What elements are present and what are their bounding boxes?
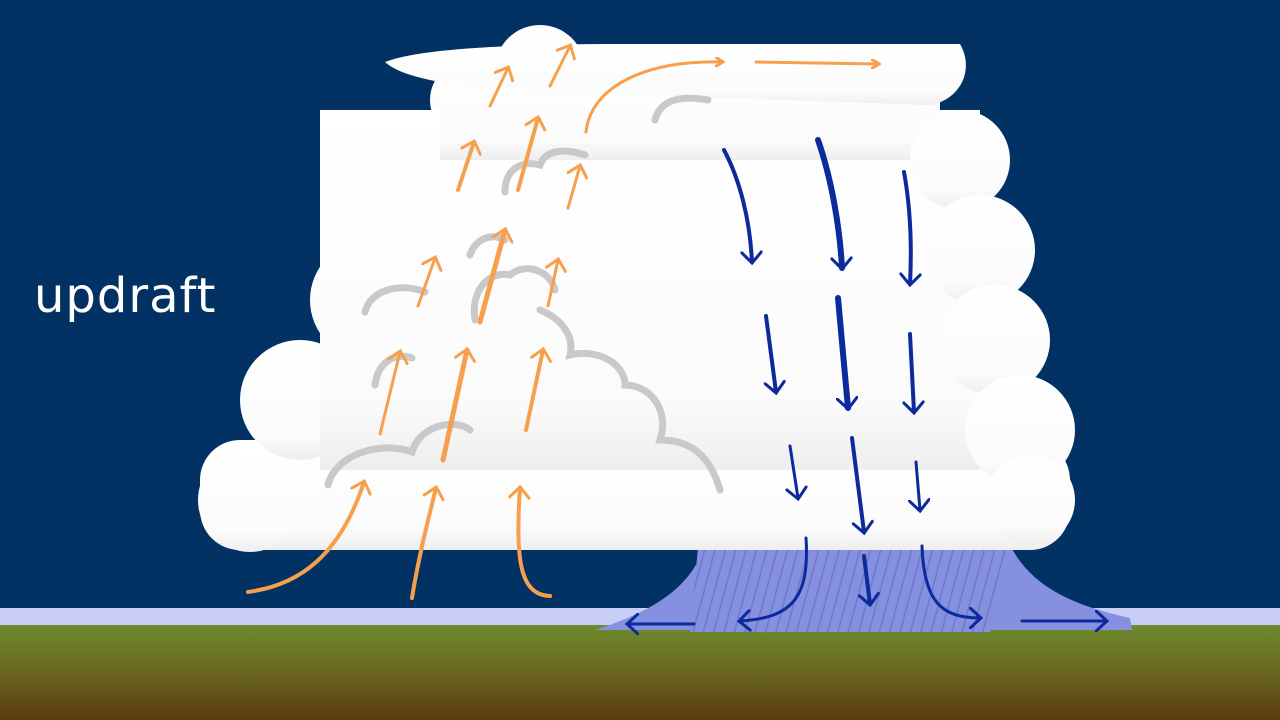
- updraft-arrow: [477, 230, 505, 325]
- rain-shaft: [595, 545, 1132, 632]
- updraft-arrow: [456, 142, 474, 192]
- ground: [0, 625, 1280, 720]
- updraft-arrow: [754, 62, 878, 64]
- cumulonimbus-cloud: [198, 25, 1075, 552]
- updraft-arrow: [246, 482, 364, 594]
- updraft-arrow: [548, 46, 570, 88]
- downdraft-arrow: [815, 137, 842, 268]
- downdraft-arrow: [864, 554, 870, 604]
- downdraft-arrow: [790, 444, 798, 498]
- updraft-arrow: [584, 62, 722, 134]
- downdraft-arrow: [835, 295, 848, 408]
- updraft-arrow: [518, 488, 552, 598]
- updraft-arrow: [416, 258, 435, 308]
- downdraft-arrow: [904, 170, 911, 284]
- updraft-arrow: [440, 350, 467, 463]
- downdraft-arrow: [910, 332, 914, 412]
- updraft-arrow: [516, 118, 538, 192]
- updraft-arrow: [410, 488, 436, 600]
- updraft-arrows: [246, 46, 878, 600]
- downdraft-arrow: [722, 148, 752, 262]
- downdraft-arrow: [766, 314, 776, 392]
- updraft-arrow: [488, 68, 508, 108]
- updraft-arrow: [568, 166, 580, 210]
- updraft-arrow: [524, 350, 543, 432]
- downdraft-arrow: [850, 436, 864, 532]
- updraft-arrow: [548, 260, 558, 308]
- downdraft-arrow: [916, 460, 920, 510]
- downdraft-arrow: [920, 544, 980, 618]
- downdraft-arrows: [628, 137, 1106, 624]
- updraft-label: updraft: [34, 268, 217, 324]
- updraft-arrow: [378, 352, 400, 436]
- downdraft-arrow: [740, 536, 808, 621]
